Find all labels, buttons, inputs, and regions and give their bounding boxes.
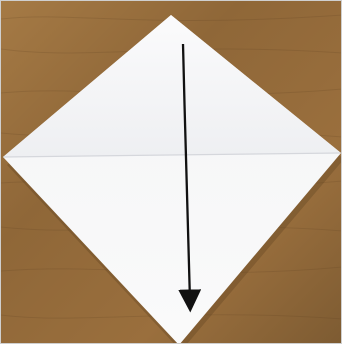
origami-step-photo xyxy=(0,0,342,344)
photo-canvas xyxy=(1,1,342,344)
